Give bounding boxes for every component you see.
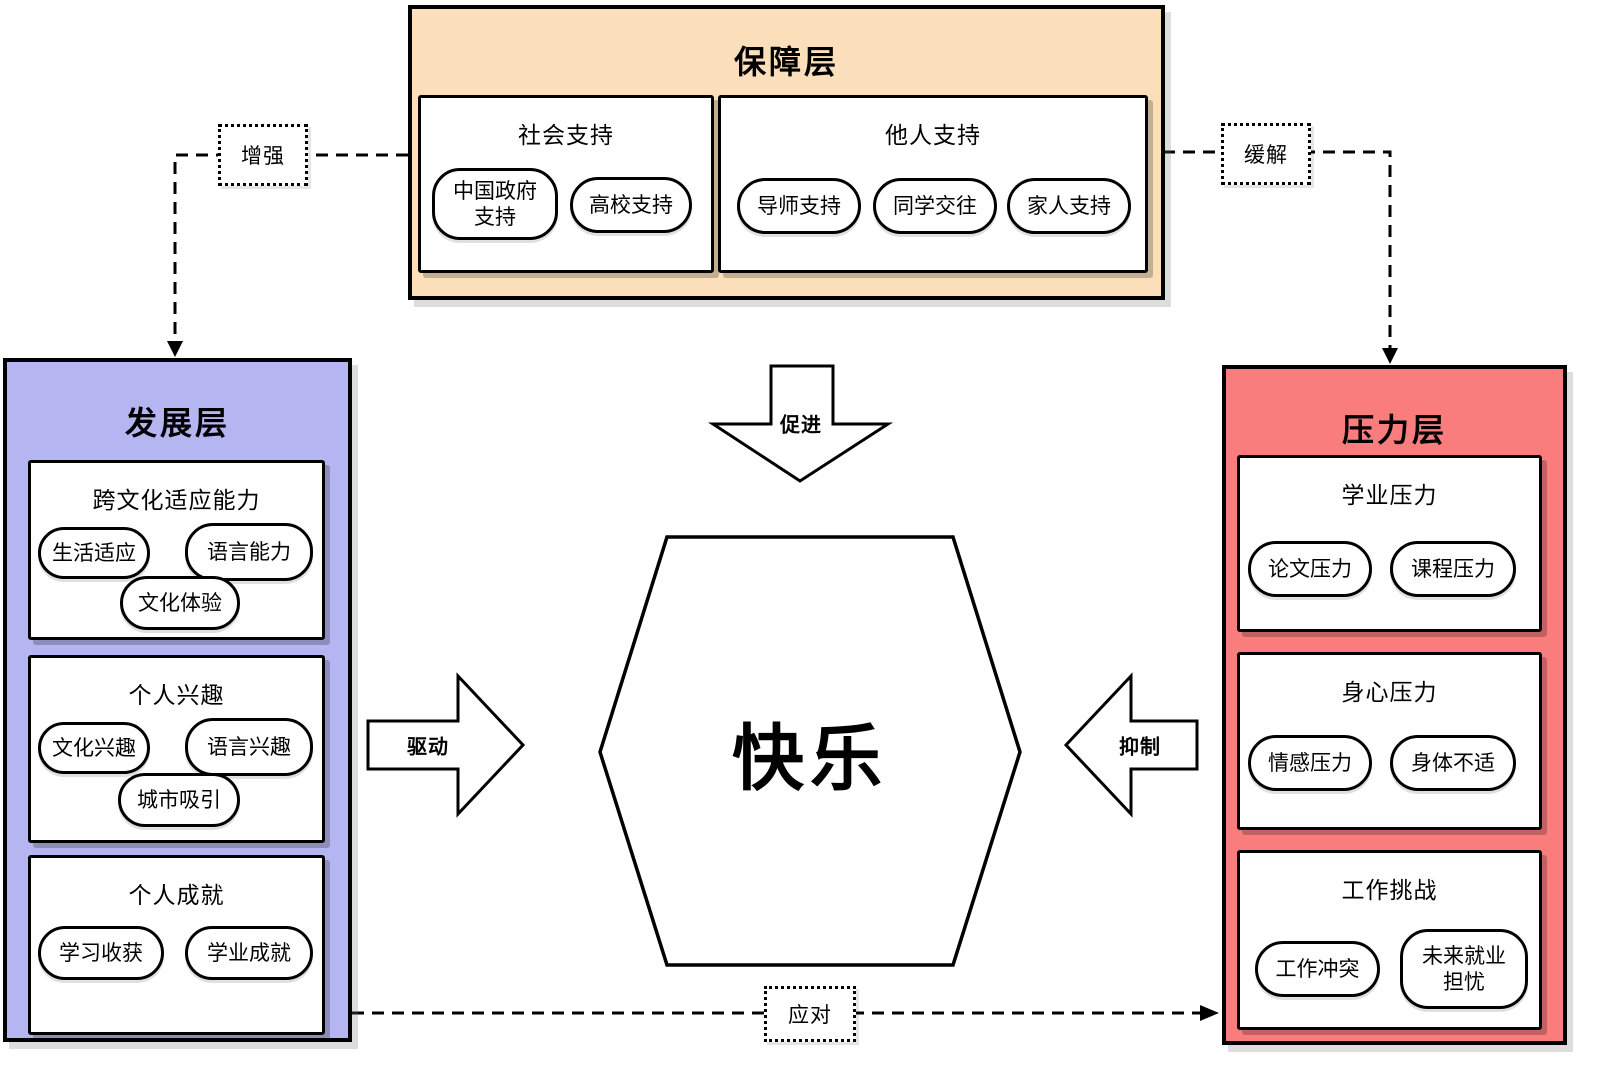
relieve-arrowhead-icon	[1382, 348, 1398, 364]
happiness-label: 快乐	[731, 716, 889, 801]
promote-arrow-label: 促进	[780, 412, 822, 437]
social-support-title: 社会支持	[518, 123, 614, 149]
development-layer-panel: 发展层 跨文化适应能力 生活适应 语言能力 文化体验 个人兴趣 文化兴趣 语言兴…	[3, 358, 352, 1042]
personal-achievement-title: 个人成就	[128, 883, 225, 909]
others-support-title: 他人支持	[885, 123, 981, 149]
pill-work-conflict: 工作冲突	[1255, 941, 1380, 997]
cross-cultural-adaptation-group: 跨文化适应能力 生活适应 语言能力 文化体验	[28, 460, 325, 640]
academic-pressure-group: 学业压力 论文压力 课程压力	[1237, 455, 1542, 632]
pill-cultural-interest: 文化兴趣	[38, 722, 150, 774]
academic-pressure-title: 学业压力	[1341, 483, 1438, 509]
pill-cultural-experience: 文化体验	[120, 576, 240, 630]
support-layer-title: 保障层	[733, 43, 839, 81]
pill-physical-discomfort: 身体不适	[1390, 735, 1516, 791]
pill-city-attraction: 城市吸引	[118, 773, 240, 827]
pill-china-government-support: 中国政府支持	[432, 168, 558, 240]
pill-academic-achievement: 学业成就	[185, 926, 313, 980]
pill-classmate-interaction: 同学交往	[873, 178, 997, 234]
cope-arrowhead-icon	[1200, 1005, 1219, 1021]
work-challenge-title: 工作挑战	[1341, 878, 1438, 904]
pill-family-support: 家人支持	[1007, 178, 1131, 234]
happiness-hexagon	[598, 535, 1022, 967]
pill-language-ability: 语言能力	[185, 523, 313, 581]
pill-mentor-support: 导师支持	[737, 178, 861, 234]
pill-course-pressure: 课程压力	[1390, 541, 1516, 597]
personal-interest-group: 个人兴趣 文化兴趣 语言兴趣 城市吸引	[28, 655, 325, 843]
enhance-connector-label: 增强	[218, 124, 308, 186]
pill-life-adaptation: 生活适应	[38, 527, 150, 579]
relieve-connector-label: 缓解	[1221, 123, 1311, 185]
others-support-group: 他人支持 导师支持 同学交往 家人支持	[718, 95, 1148, 273]
pill-emotional-pressure: 情感压力	[1248, 735, 1372, 791]
pressure-layer-panel: 压力层 学业压力 论文压力 课程压力 身心压力 情感压力 身体不适 工作挑战 工…	[1222, 365, 1567, 1045]
cross-cultural-adaptation-title: 跨文化适应能力	[92, 488, 261, 514]
pill-learning-gains: 学习收获	[38, 926, 164, 980]
pill-thesis-pressure: 论文压力	[1248, 541, 1372, 597]
promote-arrow	[707, 364, 894, 483]
personal-interest-title: 个人兴趣	[128, 683, 225, 709]
cope-connector-label: 应对	[764, 986, 856, 1042]
personal-achievement-group: 个人成就 学习收获 学业成就	[28, 855, 325, 1035]
pill-language-interest: 语言兴趣	[185, 718, 313, 776]
drive-arrow-label: 驱动	[407, 734, 449, 759]
mind-body-pressure-title: 身心压力	[1341, 680, 1438, 706]
support-layer-panel: 保障层 社会支持 中国政府支持 高校支持 他人支持 导师支持 同学交往 家人支持	[408, 5, 1165, 300]
pill-university-support: 高校支持	[570, 177, 692, 233]
pill-future-employment-worry: 未来就业担忧	[1400, 929, 1528, 1009]
inhibit-arrow	[1063, 672, 1199, 818]
pressure-layer-title: 压力层	[1341, 411, 1447, 449]
inhibit-arrow-label: 抑制	[1119, 734, 1161, 759]
enhance-arrowhead-icon	[167, 341, 183, 357]
drive-arrow	[366, 672, 526, 818]
work-challenge-group: 工作挑战 工作冲突 未来就业担忧	[1237, 850, 1542, 1030]
mind-body-pressure-group: 身心压力 情感压力 身体不适	[1237, 652, 1542, 830]
development-layer-title: 发展层	[124, 404, 230, 442]
social-support-group: 社会支持 中国政府支持 高校支持	[418, 95, 714, 273]
relieve-connector-line	[1163, 150, 1392, 348]
